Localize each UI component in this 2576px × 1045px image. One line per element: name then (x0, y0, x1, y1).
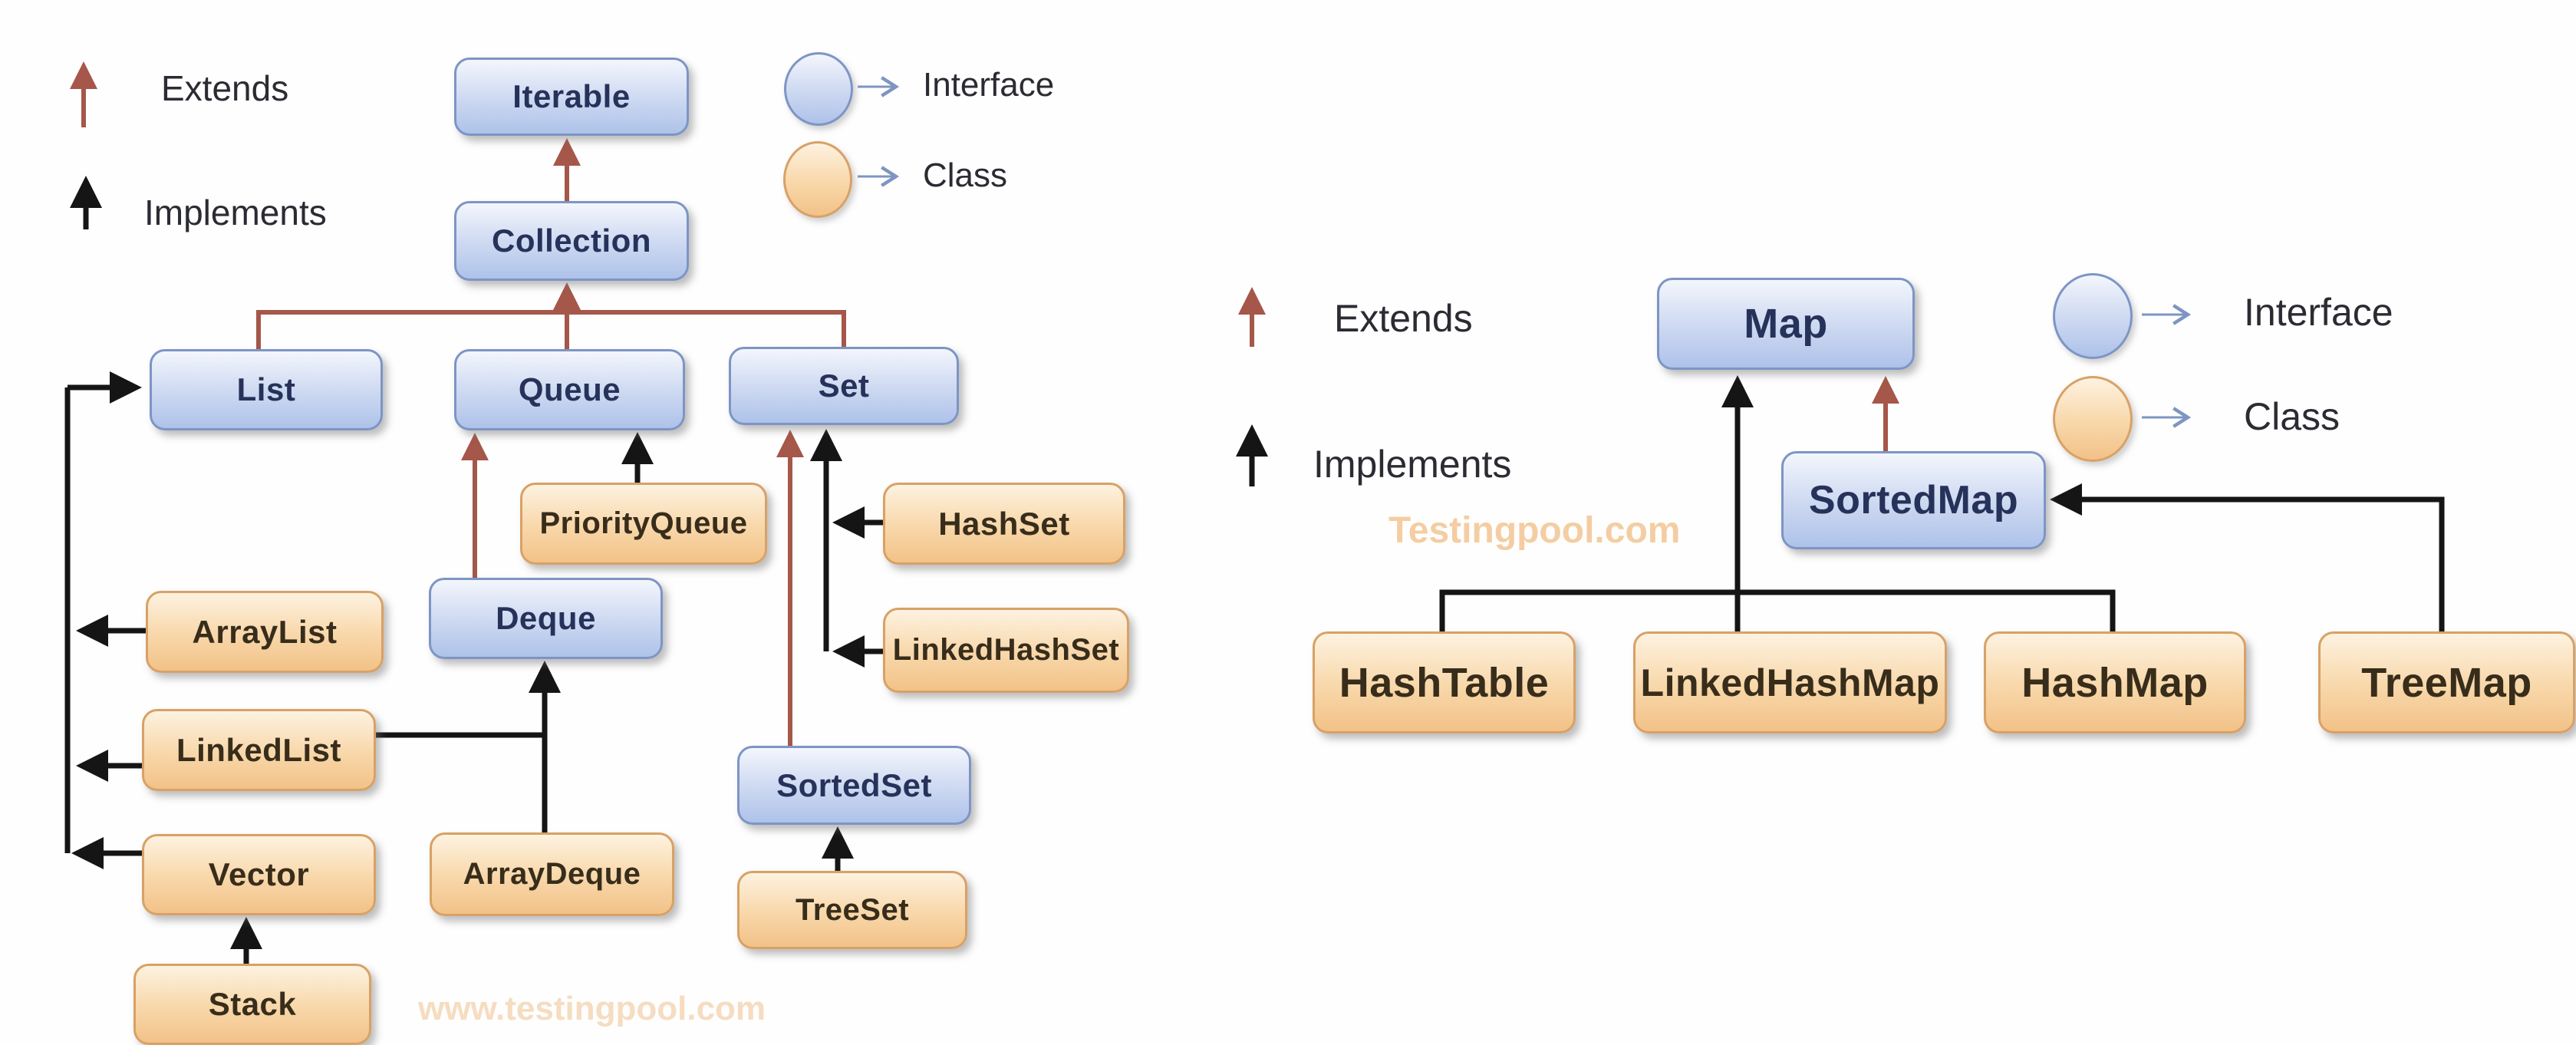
node-sortedset: SortedSet (737, 746, 971, 825)
node-arraydeque: ArrayDeque (430, 832, 674, 916)
class-legend-circle-right (2053, 376, 2133, 462)
node-sortedmap: SortedMap (1781, 451, 2046, 549)
watermark-left: www.testingpool.com (418, 990, 766, 1027)
legend-pointers (858, 76, 2192, 428)
node-set: Set (729, 347, 959, 425)
watermark-right: Testingpool.com (1388, 510, 1681, 551)
node-stack: Stack (133, 964, 371, 1045)
edge-collection-children-bus (256, 310, 846, 349)
legend-implements-label-right: Implements (1313, 443, 1512, 486)
legend-extends-label-right: Extends (1334, 297, 1473, 340)
node-hashtable: HashTable (1313, 631, 1576, 733)
node-linkedhashset: LinkedHashSet (883, 608, 1129, 693)
node-iterable: Iterable (454, 58, 689, 136)
node-list: List (150, 349, 383, 430)
edge-map-children-bus (1439, 589, 2116, 631)
node-priorityqueue: PriorityQueue (520, 483, 767, 565)
node-deque: Deque (429, 578, 663, 659)
legend-interface-label: Interface (923, 66, 1055, 104)
node-vector: Vector (142, 834, 376, 915)
interface-legend-circle (784, 52, 853, 126)
node-linkedlist: LinkedList (142, 709, 376, 791)
node-queue: Queue (454, 349, 685, 430)
interface-legend-circle-right (2053, 273, 2133, 359)
node-treeset: TreeSet (737, 871, 967, 949)
node-collection: Collection (454, 201, 689, 281)
legend-interface-label-right: Interface (2244, 291, 2393, 334)
node-treemap: TreeMap (2318, 631, 2575, 733)
legend-class-label-right: Class (2244, 395, 2340, 438)
legend-implements-label: Implements (144, 193, 327, 232)
node-map: Map (1657, 278, 1915, 370)
class-legend-circle (783, 141, 852, 218)
node-hashmap: HashMap (1984, 631, 2246, 733)
node-linkedhashmap: LinkedHashMap (1633, 631, 1947, 733)
node-arraylist: ArrayList (146, 591, 384, 673)
legend-class-label: Class (923, 157, 1008, 194)
implements-edges (64, 176, 2445, 964)
edge-treemap-sortedmap (2050, 483, 2445, 631)
extends-edges-left (70, 61, 1899, 746)
legend-extends-label: Extends (161, 68, 289, 108)
node-hashset: HashSet (883, 483, 1125, 565)
